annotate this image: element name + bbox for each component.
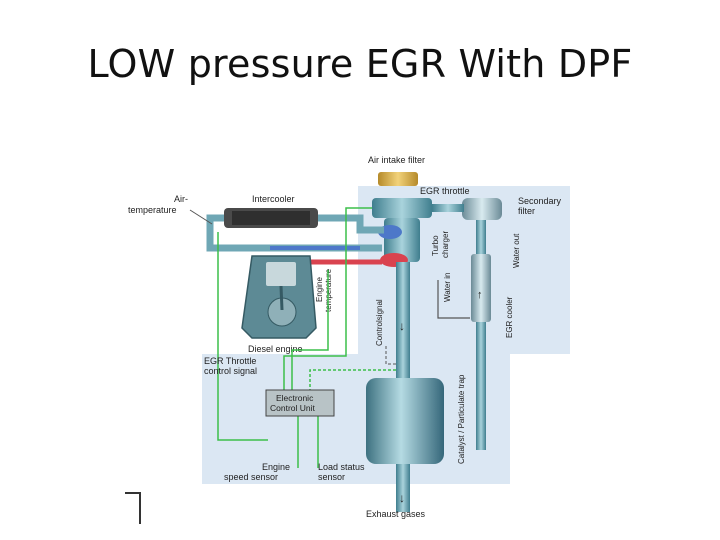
label-egr-cooler: EGR cooler — [505, 296, 514, 338]
slide-title: LOW pressure EGR With DPF — [87, 42, 633, 86]
intercooler-core — [232, 211, 310, 225]
egr-return-pipe — [432, 204, 464, 212]
label-catalyst-trap: Catalyst / Particulate trap — [457, 374, 466, 464]
label-engine-speed-2: speed sensor — [224, 472, 278, 482]
signal-wire-engine-temp — [291, 270, 329, 390]
egr-schematic: Air intake filter EGR throttle Secondary… — [128, 155, 570, 519]
label-turbo-charger-1: Turbo — [431, 235, 440, 256]
label-air-temperature-2: temperature — [128, 205, 177, 215]
arrow-exhaust-down-2: ↓ — [399, 491, 405, 505]
label-water-in: Water in — [443, 273, 452, 303]
lower-panel — [202, 354, 510, 484]
label-air-intake-filter: Air intake filter — [368, 155, 425, 165]
piston — [266, 262, 296, 286]
signal-wire-egr-throttle — [283, 207, 372, 390]
egr-dpf-diagram: Air intake filter EGR throttle Secondary… — [120, 150, 585, 530]
label-egr-throttle: EGR throttle — [420, 186, 470, 196]
electronic-control-unit — [265, 389, 335, 417]
secondary-filter — [462, 198, 502, 220]
label-water-out: Water out — [512, 233, 521, 268]
label-intercooler: Intercooler — [252, 194, 295, 204]
label-diesel-engine: Diesel engine — [248, 344, 303, 354]
label-ecu-2: Control Unit — [270, 403, 316, 413]
connecting-rod — [279, 285, 284, 311]
label-air-temperature-1: Air- — [174, 194, 188, 204]
egr-throttle — [372, 198, 432, 218]
label-egr-throttle-signal-1: EGR Throttle — [204, 356, 256, 366]
catalyst-particulate-trap — [366, 378, 444, 464]
diesel-engine — [241, 255, 317, 339]
egr-cooler — [471, 254, 491, 322]
label-ecu-1: Electronic — [276, 393, 314, 403]
arrow-egr-up: ↑ — [477, 289, 483, 301]
control-signal-line — [385, 346, 396, 365]
water-in-line — [437, 280, 470, 319]
label-secondary-filter-1: Secondary — [518, 196, 562, 206]
charge-air-pipe — [318, 214, 384, 234]
label-control-signal: Controlsignal — [375, 299, 384, 346]
air-intake-filter — [378, 172, 418, 186]
label-secondary-filter-2: filter — [518, 206, 535, 216]
signal-wire-air-temp — [217, 232, 268, 441]
label-exhaust-gases: Exhaust gases — [366, 509, 426, 519]
egr-cooler-pipe — [476, 220, 486, 450]
label-egr-throttle-signal-2: control signal — [204, 366, 257, 376]
label-load-status-2: sensor — [318, 472, 345, 482]
air-temperature-leader — [189, 209, 213, 225]
label-turbo-charger-2: charger — [441, 231, 450, 258]
label-engine-speed-1: Engine — [262, 462, 290, 472]
corner-bracket-mark — [125, 492, 141, 524]
arrow-exhaust-down-1: ↓ — [399, 319, 405, 333]
label-engine-temperature-1: Engine — [315, 277, 324, 302]
signal-wire-control — [309, 369, 396, 390]
label-load-status-1: Load status — [318, 462, 365, 472]
